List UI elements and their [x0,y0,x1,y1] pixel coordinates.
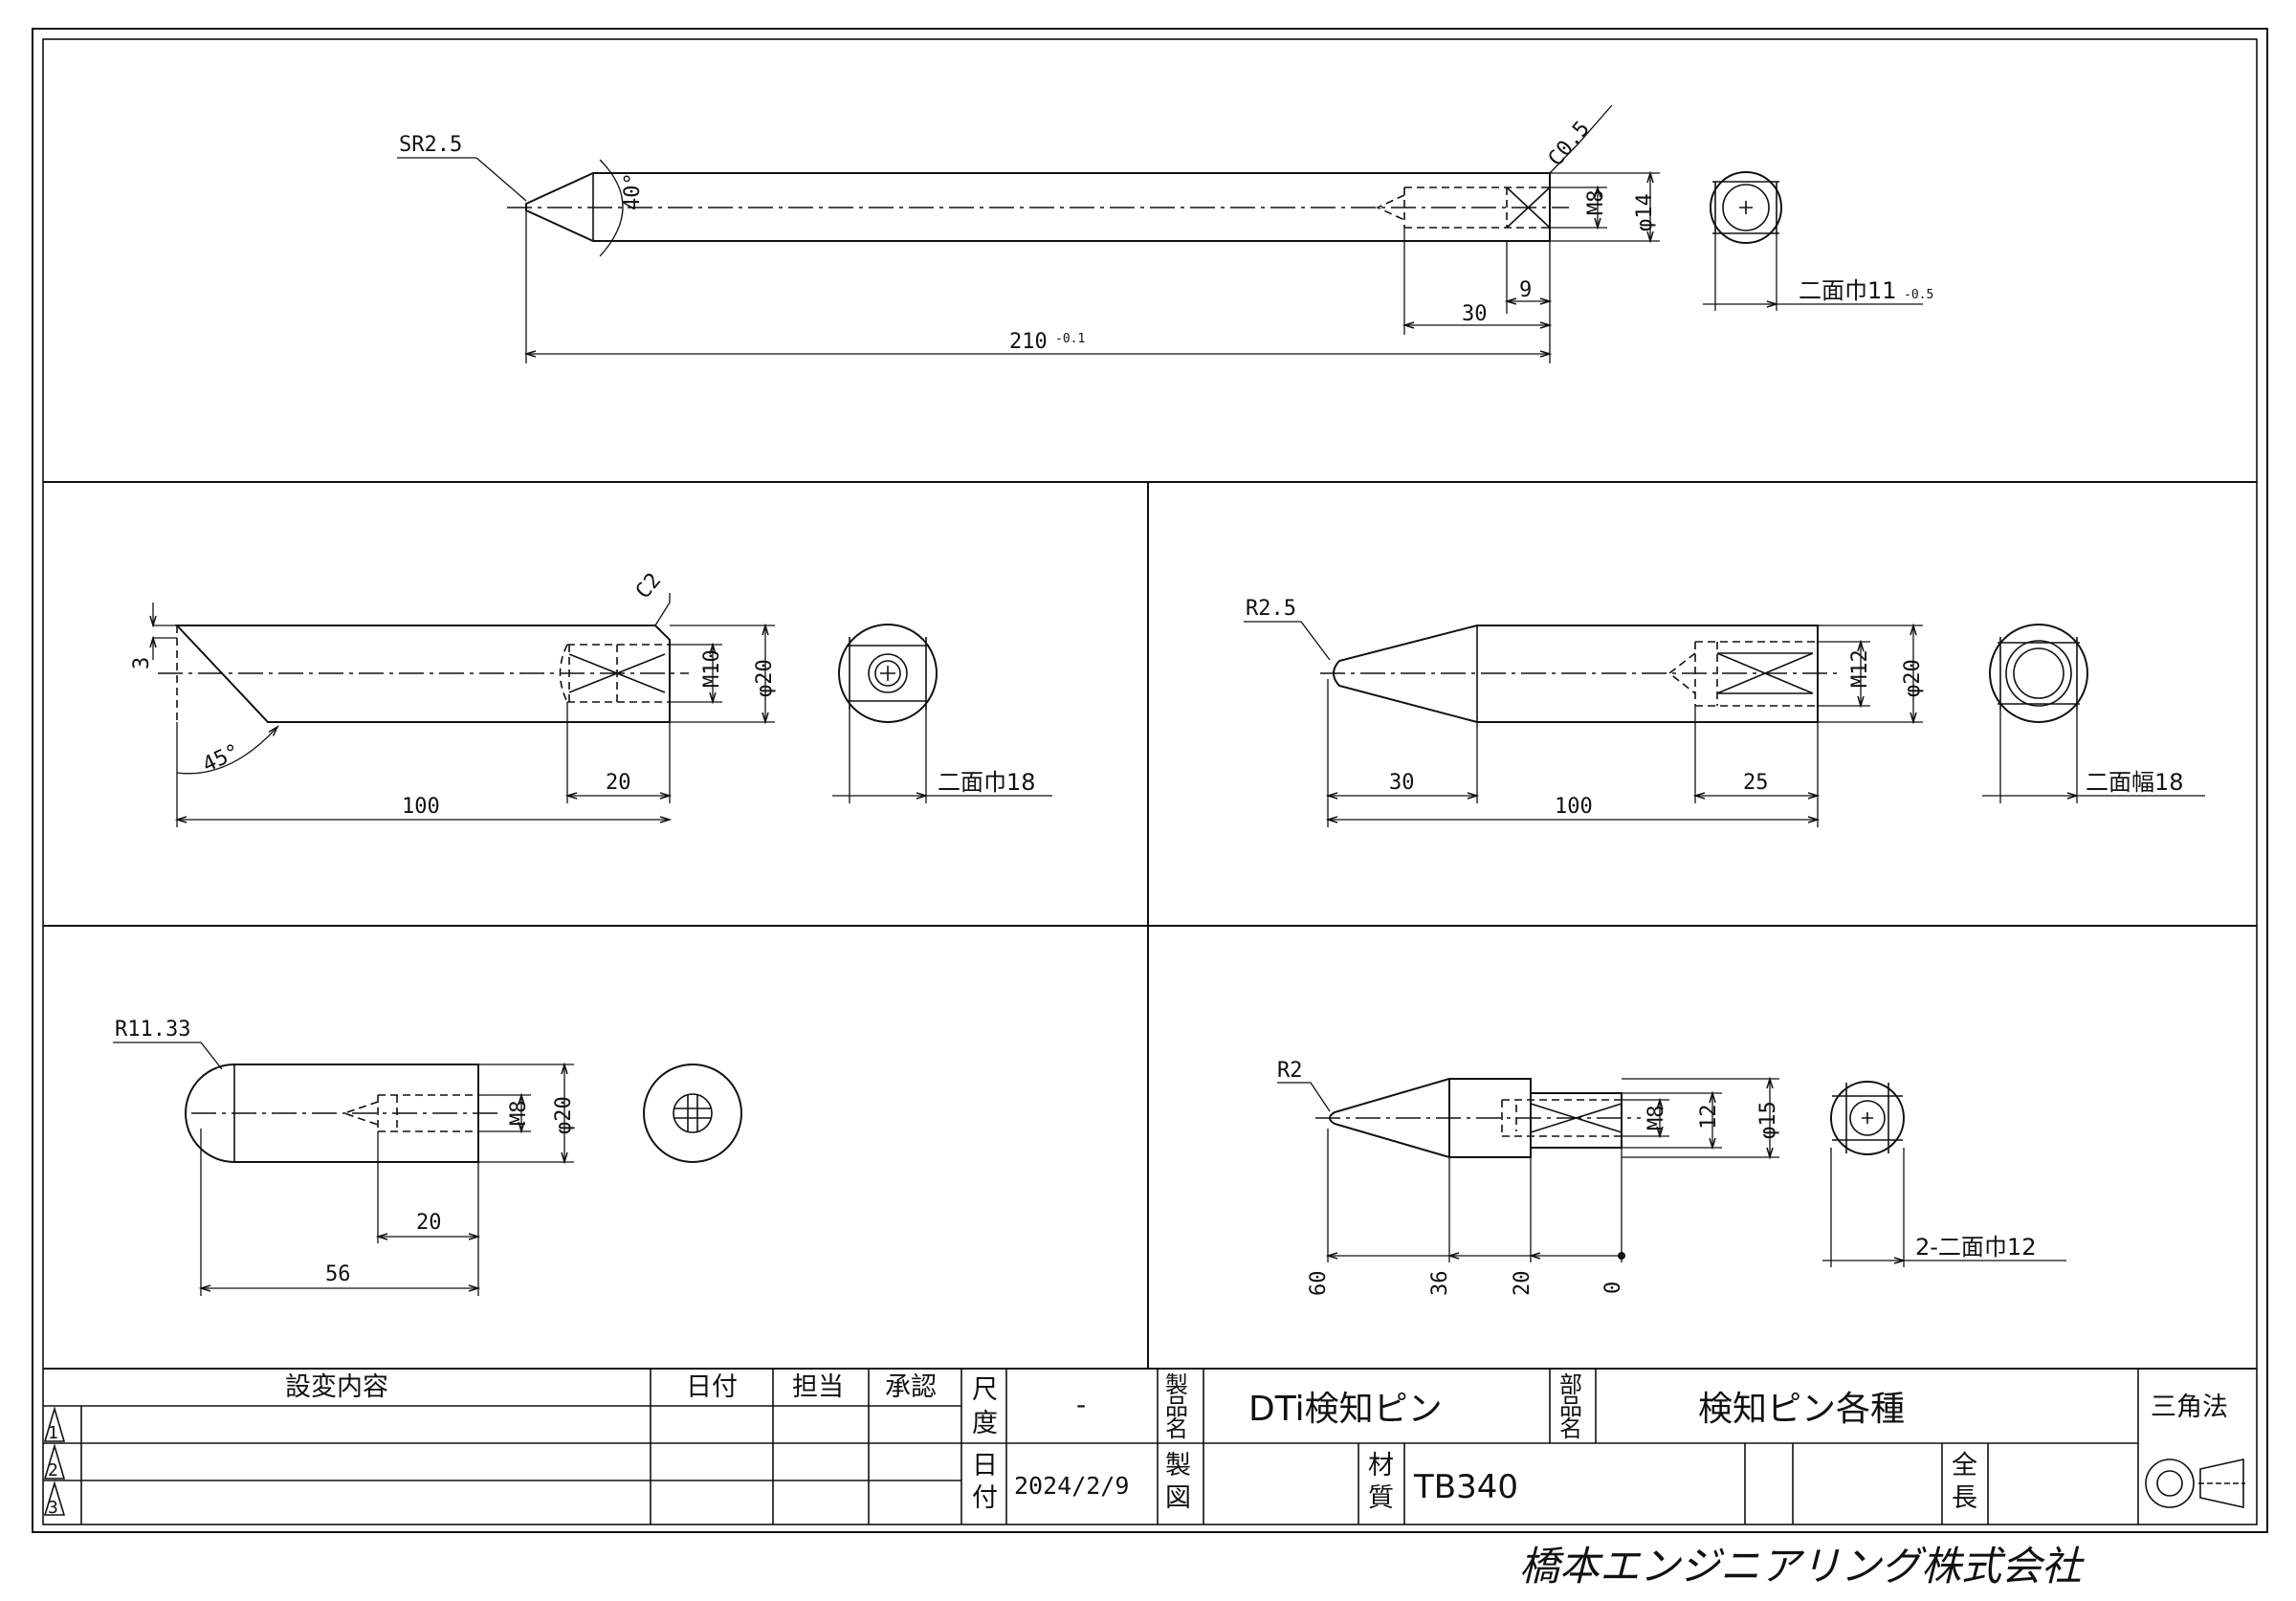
dim-25-v3: 25 [1743,771,1769,795]
diameter-label-4: φ20 [552,1096,576,1134]
date-header: 日付 [686,1372,738,1402]
sheet-outer-border [32,28,2268,1533]
change-header: 設変内容 [285,1372,388,1402]
length-label-2: 長 [1952,1483,1977,1513]
company-name: 橋本エンジニアリング株式会社 [1519,1543,2085,1590]
thread-label-5: M8 [1645,1106,1668,1131]
radius-label: SR2.5 [399,133,462,157]
thread-label-2: M10 [700,649,724,688]
chamfer-label: C0.5 [1544,117,1595,171]
flat-label-3: 二面幅18 [2086,769,2184,796]
product-label-3: 名 [1165,1415,1188,1442]
title-block: 1 2 3 設変内容 日付 担当 承認 尺 度 - 日 付 2024/2/9 製… [43,1369,2245,1524]
flat-label-5: 2-二面巾12 [1915,1234,2036,1261]
view-1-long-pin: 40° SR2.5 C0.5 M8 φ14 9 30 210 -0.1 二面巾1… [397,104,1933,363]
dim-9: 9 [1519,278,1532,302]
thread-label-3: M12 [1848,649,1872,688]
inner-dia-label-5: 12 [1697,1105,1721,1130]
thread-label-4: M8 [507,1101,531,1127]
dim-20-v4: 20 [416,1211,442,1235]
diameter-label-5: φ15 [1756,1101,1780,1139]
rev-1: 1 [48,1423,58,1443]
ordinate-20: 20 [1511,1271,1534,1297]
date-label-2: 付 [972,1483,998,1513]
ordinate-60: 60 [1307,1271,1331,1297]
diameter-label-3: φ20 [1901,659,1925,697]
material-label-2: 質 [1368,1483,1394,1513]
part-label-1: 部 [1559,1371,1582,1398]
scale-value: - [1076,1389,1086,1420]
thread-label: M8 [1584,190,1608,216]
angle-label-2: 45° [199,739,244,777]
tolerance-label: -0.1 [1055,332,1085,346]
sheet-inner-border [42,38,2258,1525]
ordinate-0: 0 [1601,1282,1625,1294]
product-label-2: 品 [1165,1393,1188,1420]
rev-3: 3 [48,1498,58,1518]
part-name: 検知ピン各種 [1698,1390,1905,1429]
drawing-label-1: 製 [1165,1451,1191,1480]
dim-100-v3: 100 [1555,795,1593,819]
drawing-label-2: 図 [1165,1483,1191,1513]
rev-2: 2 [48,1460,58,1480]
third-angle-projection-icon [2145,1458,2245,1508]
diameter-label: φ14 [1633,193,1657,231]
length-label-1: 全 [1952,1451,1977,1480]
view-4-round-pin: R11.33 M8 φ20 20 56 [113,1018,742,1296]
diameter-label-2: φ20 [753,659,777,697]
ordinate-36: 36 [1428,1271,1452,1297]
scale-label-1: 尺 [972,1375,998,1405]
dim-20-v2: 20 [606,771,631,795]
projection-method: 三角法 [2151,1393,2228,1422]
radius-label-5: R2 [1277,1059,1303,1083]
dim-210: 210 [1009,330,1048,354]
chamfer-label-2: C2 [631,569,666,603]
dim-30: 30 [1462,302,1488,326]
view-2-angled-pin: 3 45° C2 M10 φ20 20 100 二面巾18 [130,569,1052,827]
material-label-1: 材 [1368,1451,1394,1480]
date-label-1: 日 [972,1451,998,1480]
approval-header: 承認 [885,1372,937,1402]
dim-30-v3: 30 [1389,771,1415,795]
radius-label-4: R11.33 [115,1018,190,1042]
part-label-3: 名 [1559,1415,1582,1442]
flat-tolerance: -0.5 [1904,288,1933,302]
offset-label: 3 [130,657,154,669]
person-header: 担当 [792,1372,844,1402]
date-value: 2024/2/9 [1014,1472,1129,1500]
part-label-2: 品 [1559,1393,1582,1420]
angle-label: 40° [621,172,645,210]
dim-56-v4: 56 [325,1262,351,1286]
product-label-1: 製 [1165,1371,1188,1398]
flat-label: 二面巾11 [1799,277,1897,304]
flat-label-2: 二面巾18 [938,769,1036,796]
product-name: DTi検知ピン [1248,1390,1443,1429]
dim-100-v2: 100 [402,795,440,819]
radius-label-3: R2.5 [1246,597,1296,621]
view-5-stepped-pin: R2 M8 12 φ15 60 36 20 0 2-二面巾12 [1277,1059,2066,1296]
view-3-tapered-pin: R2.5 M12 φ20 30 25 100 二面幅18 [1244,597,2205,827]
scale-label-2: 度 [972,1409,998,1438]
material-value: TB340 [1413,1468,1518,1506]
